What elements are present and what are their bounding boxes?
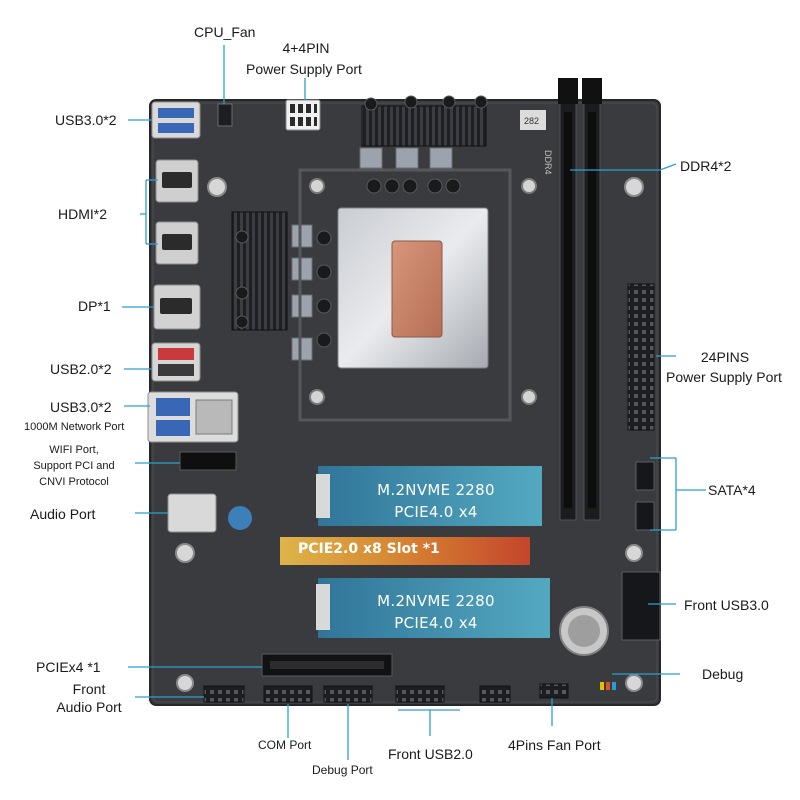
label-front-usb30: Front USB3.0 xyxy=(684,597,769,613)
bottom-headers xyxy=(203,683,569,703)
cpu-die xyxy=(391,240,443,338)
label-atx24-line1: 24PINS xyxy=(700,349,750,365)
cpu-power-pins xyxy=(290,104,317,126)
front-usb30-header xyxy=(621,571,661,641)
debug-leds xyxy=(600,682,616,690)
label-wifi-line3: CNVI Protocol xyxy=(39,476,109,488)
label-leader-lines xyxy=(122,45,706,760)
label-network-port: 1000M Network Port xyxy=(24,421,125,433)
capacitors xyxy=(235,95,488,348)
m2-bottom-label: M.2NVME 2280 PCIE4.0 x4 xyxy=(346,591,526,635)
label-wifi-line2: Support PCI and xyxy=(33,460,115,472)
label-hdmi: HDMI*2 xyxy=(58,206,108,222)
label-cpu-power-top: 4+4PIN xyxy=(282,40,330,56)
sata-ports xyxy=(635,461,655,531)
m2-top-line2: PCIE4.0 x4 xyxy=(394,502,478,521)
m2-bottom-line2: PCIE4.0 x4 xyxy=(394,613,478,632)
m2-top-line1: M.2NVME 2280 xyxy=(377,481,495,499)
label-debug-port: Debug Port xyxy=(312,763,373,777)
label-front-usb20: Front USB2.0 xyxy=(388,746,473,762)
m2-slot-top-connector xyxy=(316,474,330,518)
m2-slot-bottom-overlay xyxy=(318,578,550,638)
vrm-chokes xyxy=(291,147,453,361)
ddr4-slots xyxy=(558,78,602,521)
pcie-x8-label: PCIE2.0 x8 Slot *1 xyxy=(298,541,440,557)
atx-24pin-connector xyxy=(627,283,655,431)
chip-code: 282 xyxy=(524,116,539,126)
io-audio-port xyxy=(167,493,252,533)
ddr4-silkscreen: DDR4 xyxy=(543,150,553,175)
label-usb30-lan: USB3.0*2 xyxy=(50,399,112,415)
vrm-heatsink-top xyxy=(361,105,487,147)
m2-bottom-line1: M.2NVME 2280 xyxy=(377,592,495,610)
io-dp-port xyxy=(153,284,201,330)
label-4pin-fan: 4Pins Fan Port xyxy=(508,737,601,753)
io-usb30-top xyxy=(151,101,201,139)
io-lan-usb30 xyxy=(147,391,239,443)
socket-mounts xyxy=(309,178,537,405)
cpu-socket-frame xyxy=(298,168,512,422)
cpu-fan-header xyxy=(217,103,233,127)
mounting-holes xyxy=(175,177,644,692)
label-wifi-line1: WIFI Port, xyxy=(49,444,99,456)
chip-marker xyxy=(520,110,546,130)
label-com-port: COM Port xyxy=(258,738,312,752)
label-ddr4: DDR4*2 xyxy=(680,158,732,174)
m2-top-label: M.2NVME 2280 PCIE4.0 x4 xyxy=(346,480,526,524)
label-audio-port: Audio Port xyxy=(30,506,96,522)
wifi-m2-slot xyxy=(179,451,237,471)
m2-slot-top-overlay xyxy=(318,466,542,526)
label-cpu-power-bottom: Power Supply Port xyxy=(246,61,362,77)
io-hdmi-ports xyxy=(155,159,199,265)
label-sata: SATA*4 xyxy=(708,482,756,498)
label-atx24-line2: Power Supply Port xyxy=(666,369,782,385)
label-usb30-rear: USB3.0*2 xyxy=(55,112,117,128)
label-usb20-rear: USB2.0*2 xyxy=(50,361,112,377)
label-front-audio-line2: Audio Port xyxy=(56,699,122,715)
label-debug: Debug xyxy=(702,666,744,682)
label-dp: DP*1 xyxy=(78,298,111,314)
label-front-audio-line1: Front xyxy=(72,681,106,697)
io-usb20-ports xyxy=(151,342,201,382)
label-pciex4: PCIEx4 *1 xyxy=(36,659,101,675)
label-cpu-fan: CPU_Fan xyxy=(194,24,256,40)
pcie-x4-slot-inner xyxy=(270,661,384,669)
vrm-heatsink-left xyxy=(231,211,288,331)
pcie-x8-slot-overlay xyxy=(280,537,530,565)
cmos-battery-face xyxy=(568,615,600,647)
m2-slot-bottom-connector xyxy=(316,584,330,630)
